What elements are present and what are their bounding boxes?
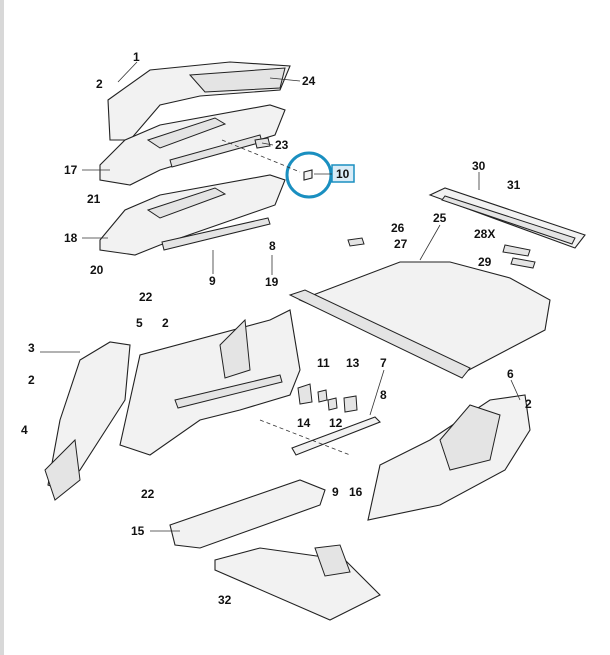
part-28x[interactable]: [502, 244, 531, 257]
callout-11[interactable]: 11: [317, 356, 330, 370]
part-panel-18[interactable]: [99, 174, 286, 256]
callout-10[interactable]: 10: [336, 167, 350, 181]
callout-labels: 1 2 24 23 10 17 21 18 20 22 8 9 19 30 31…: [21, 50, 532, 607]
callout-24[interactable]: 24: [302, 74, 316, 88]
callout-31[interactable]: 31: [507, 178, 521, 192]
callout-9[interactable]: 9: [332, 485, 339, 499]
part-10[interactable]: [303, 169, 313, 181]
callout-17[interactable]: 17: [64, 163, 78, 177]
callout-23[interactable]: 23: [275, 138, 289, 152]
callout-20[interactable]: 20: [90, 263, 104, 277]
callout-2[interactable]: 2: [525, 397, 532, 411]
callout-25[interactable]: 25: [433, 211, 447, 225]
callout-22[interactable]: 22: [139, 290, 153, 304]
callout-6[interactable]: 6: [507, 367, 514, 381]
callout-28x[interactable]: 28X: [474, 227, 495, 241]
part-cargo-cover-25[interactable]: [288, 261, 551, 379]
part-strip-7[interactable]: [291, 416, 381, 456]
part-11[interactable]: [317, 389, 328, 403]
part-side-panel-5[interactable]: [119, 309, 301, 456]
callout-16[interactable]: 16: [349, 485, 363, 499]
highlight-box: [331, 164, 355, 183]
callout-9[interactable]: 9: [209, 274, 216, 288]
callout-2[interactable]: 2: [96, 77, 103, 91]
callout-27[interactable]: 27: [394, 237, 408, 251]
highlight-circle: [285, 151, 333, 199]
callout-7[interactable]: 7: [380, 356, 387, 370]
part-tray-32[interactable]: [214, 544, 381, 621]
callout-21[interactable]: 21: [87, 192, 101, 206]
callout-19[interactable]: 19: [265, 275, 279, 289]
callout-12[interactable]: 12: [329, 416, 343, 430]
part-29[interactable]: [510, 257, 536, 269]
callout-8[interactable]: 8: [380, 388, 387, 402]
part-cargo-rail-30[interactable]: [428, 187, 586, 249]
callout-29[interactable]: 29: [478, 255, 492, 269]
callout-14[interactable]: 14: [297, 416, 311, 430]
part-pillar-3[interactable]: [44, 341, 131, 501]
callout-5[interactable]: 5: [136, 316, 143, 330]
callout-26[interactable]: 26: [391, 221, 405, 235]
part-bracket-15[interactable]: [169, 479, 326, 549]
part-13[interactable]: [343, 395, 358, 413]
callout-2[interactable]: 2: [28, 373, 35, 387]
callout-4[interactable]: 4: [21, 423, 28, 437]
left-edge-strip: [0, 0, 4, 655]
part-upper-trim-1[interactable]: [107, 61, 291, 141]
callout-13[interactable]: 13: [346, 356, 360, 370]
callout-1[interactable]: 1: [133, 50, 140, 64]
part-12[interactable]: [327, 397, 338, 411]
part-side-panel-6[interactable]: [367, 394, 531, 521]
leader-lines: [40, 61, 521, 532]
part-14[interactable]: [297, 383, 313, 405]
callout-3[interactable]: 3: [28, 341, 35, 355]
callout-2[interactable]: 2: [162, 316, 169, 330]
callout-18[interactable]: 18: [64, 231, 78, 245]
part-26[interactable]: [347, 237, 365, 247]
callout-8[interactable]: 8: [269, 239, 276, 253]
callout-22[interactable]: 22: [141, 487, 155, 501]
callout-15[interactable]: 15: [131, 524, 145, 538]
callout-30[interactable]: 30: [472, 159, 486, 173]
callout-32[interactable]: 32: [218, 593, 232, 607]
